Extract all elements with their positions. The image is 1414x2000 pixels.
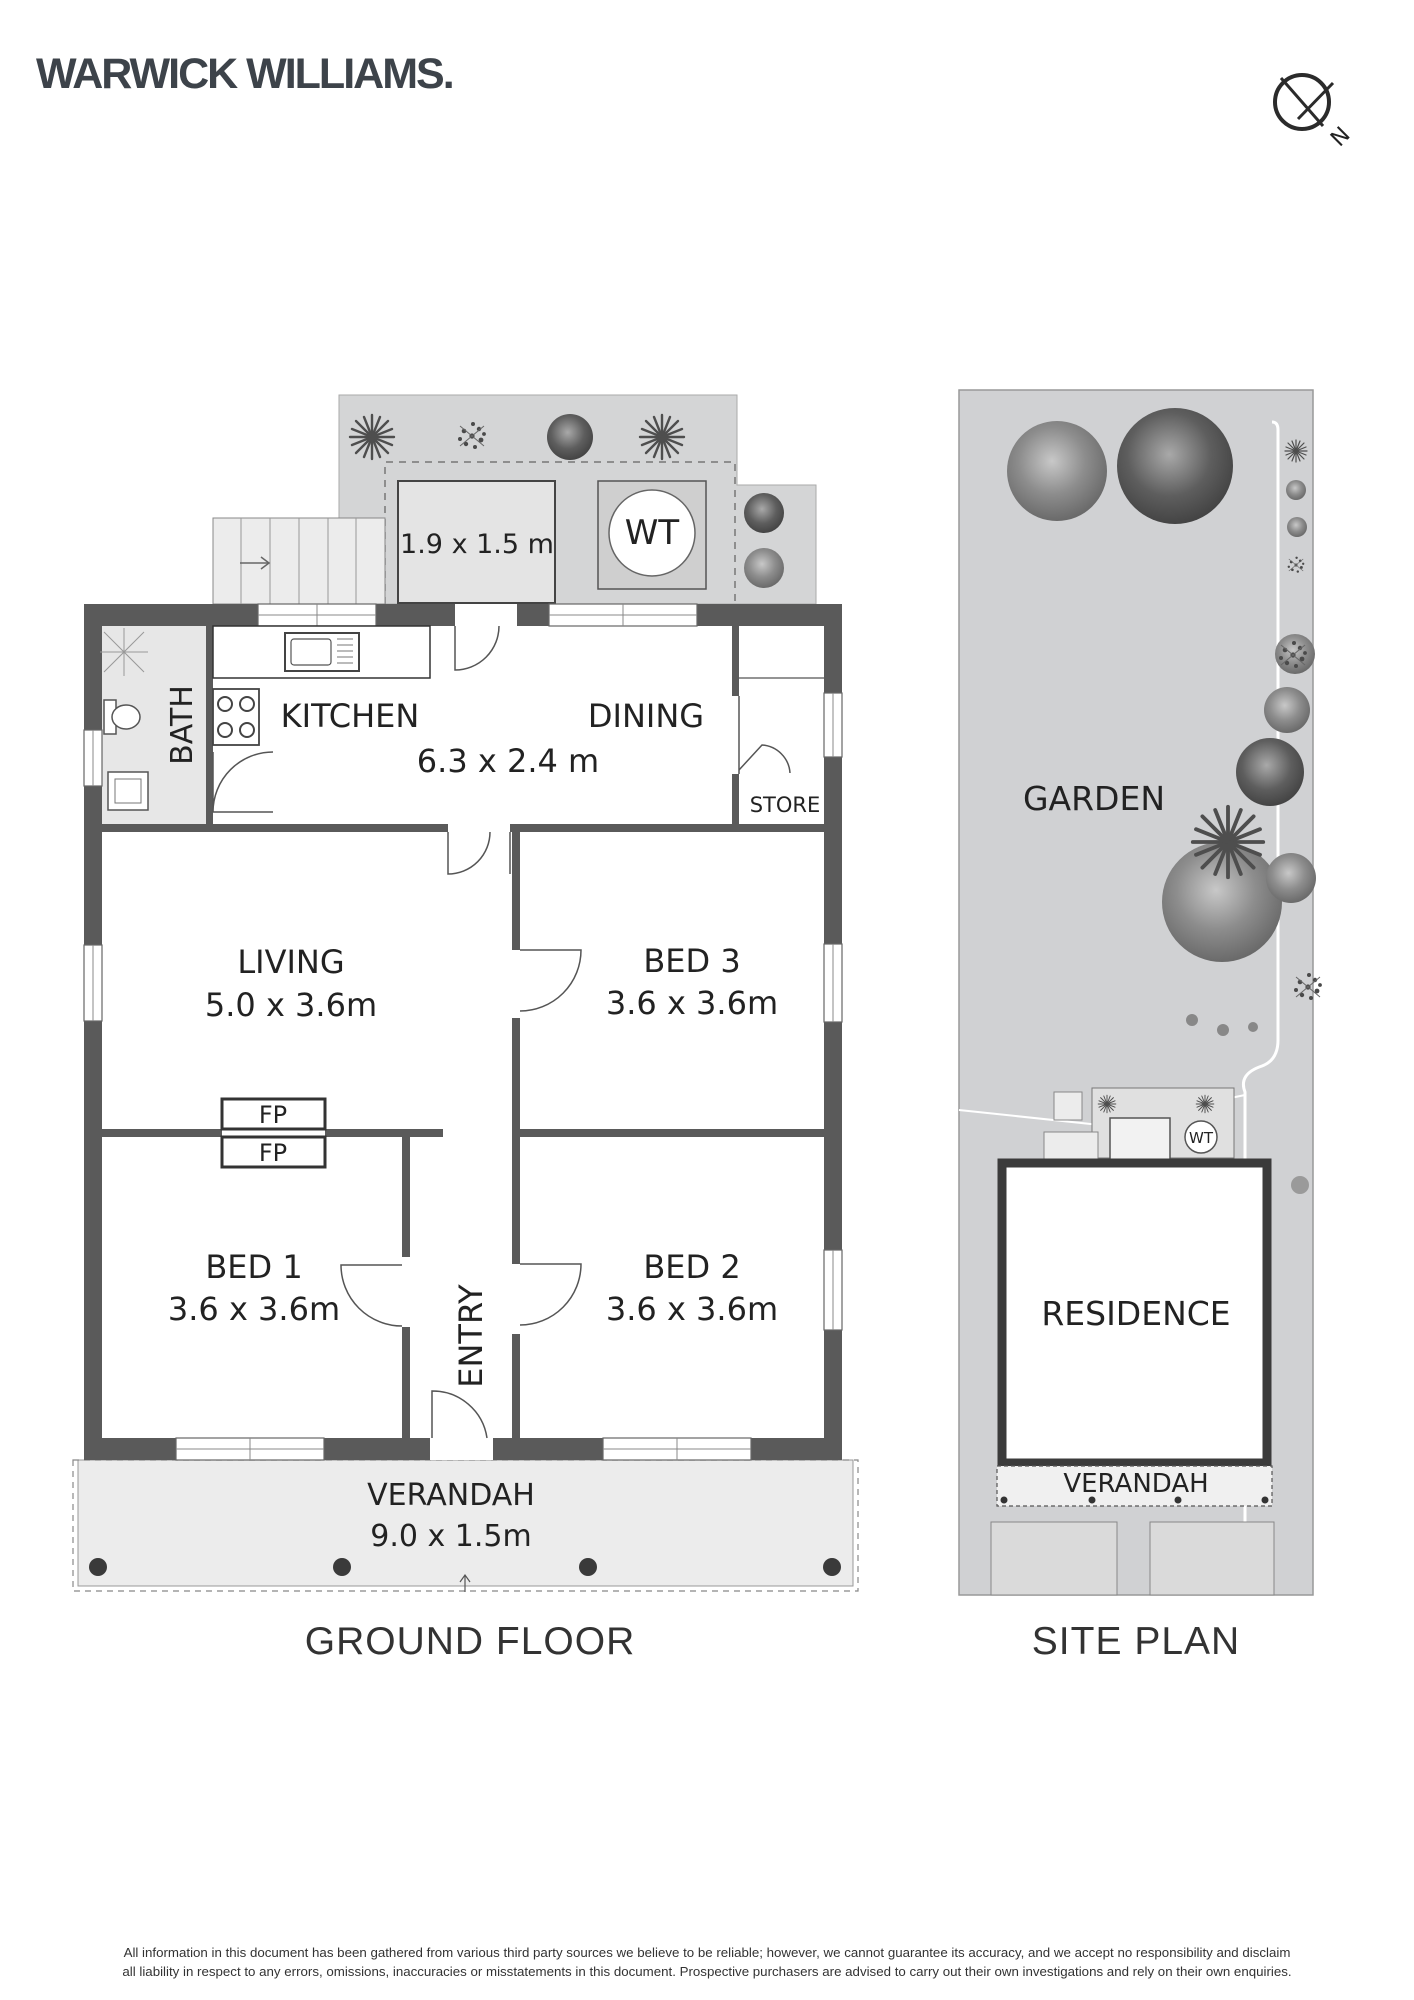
tree-icon <box>547 414 593 460</box>
palm-plant-icon <box>638 413 686 461</box>
tree-icon <box>1162 842 1282 962</box>
ground-floor-caption: GROUND FLOOR <box>304 1620 636 1663</box>
bed1-dims: 3.6 x 3.6m <box>168 1290 340 1328</box>
front-pad-right <box>1149 1521 1275 1596</box>
disclaimer-line-1: All information in this document has bee… <box>123 1945 1291 1960</box>
tree-icon <box>744 548 784 588</box>
palm-plant-icon <box>1195 1094 1215 1114</box>
bed3-dims: 3.6 x 3.6m <box>606 984 778 1022</box>
dining-label: DINING <box>588 697 704 735</box>
tree-icon <box>1264 687 1310 733</box>
front-pad-left <box>990 1521 1118 1596</box>
ground-floor-plan: 1.9 x 1.5 m WT VERANDAH <box>72 394 859 1592</box>
front-verandah <box>77 1459 854 1587</box>
garden-label: GARDEN <box>1023 779 1165 818</box>
site-water-tank-icon <box>1184 1120 1218 1154</box>
interior-walls <box>102 626 824 1438</box>
bed1-label: BED 1 <box>205 1248 302 1286</box>
water-tank-icon <box>608 489 696 577</box>
fireplace-lower <box>220 1135 327 1169</box>
rear-stairs <box>212 517 386 605</box>
north-compass-icon: N <box>1273 73 1356 152</box>
deck-pad <box>397 480 556 604</box>
disclaimer: All information in this document has bee… <box>40 1943 1374 1981</box>
tree-icon <box>1117 408 1233 524</box>
fireplace-upper <box>220 1097 327 1131</box>
verandah-post <box>823 1558 841 1576</box>
palm-plant-icon <box>1097 1094 1117 1114</box>
site-water-tank-label: WT <box>1189 1129 1214 1147</box>
tree-icon <box>1236 738 1304 806</box>
shower-icon <box>100 628 148 676</box>
bed2-label: BED 2 <box>643 1248 740 1286</box>
residence-label: RESIDENCE <box>1041 1294 1230 1333</box>
fireplace-1-label: FP <box>259 1101 287 1129</box>
disclaimer-line-2: all liability in respect to any errors, … <box>122 1964 1292 1979</box>
verandah-post <box>579 1558 597 1576</box>
bath-label: BATH <box>165 685 200 765</box>
entry-label: ENTRY <box>452 1284 490 1388</box>
compass-north-label: N <box>1326 123 1355 152</box>
door-swings <box>212 625 791 1439</box>
tree-icon <box>1287 517 1307 537</box>
tree-icon <box>1007 421 1107 521</box>
tree-icon <box>1286 480 1306 500</box>
verandah-dims: 9.0 x 1.5m <box>370 1519 531 1554</box>
tree-icon <box>744 493 784 533</box>
site-verandah-label: VERANDAH <box>1063 1469 1208 1499</box>
verandah-post <box>333 1558 351 1576</box>
site-verandah <box>996 1465 1273 1507</box>
palm-plant-icon <box>1284 439 1308 463</box>
water-tank-label: WT <box>625 513 680 553</box>
fireplace-2-label: FP <box>259 1139 287 1167</box>
palm-plant-icon <box>1190 804 1266 880</box>
verandah-label: VERANDAH <box>367 1478 535 1513</box>
vanity-basin-icon <box>107 771 149 811</box>
palm-plant-icon <box>348 413 396 461</box>
deck-dims: 1.9 x 1.5 m <box>400 529 554 560</box>
tree-icon <box>1266 853 1316 903</box>
living-dims: 5.0 x 3.6m <box>205 986 377 1024</box>
living-label: LIVING <box>237 943 344 981</box>
bed3-label: BED 3 <box>643 942 740 980</box>
toilet-icon <box>103 699 141 735</box>
brand-logo: WARWICK WILLIAMS. <box>36 50 455 98</box>
bed2-dims: 3.6 x 3.6m <box>606 1290 778 1328</box>
verandah-post <box>89 1558 107 1576</box>
site-plan-caption: SITE PLAN <box>1031 1620 1241 1663</box>
kitchen-label: KITCHEN <box>281 697 420 735</box>
store-label: STORE <box>750 793 821 817</box>
stove-icon <box>212 688 260 746</box>
dining-dims: 6.3 x 2.4 m <box>417 742 599 780</box>
residence-footprint <box>997 1158 1272 1468</box>
site-plan: WT RESIDENCE VERANDAH GARDEN <box>958 389 1323 1596</box>
